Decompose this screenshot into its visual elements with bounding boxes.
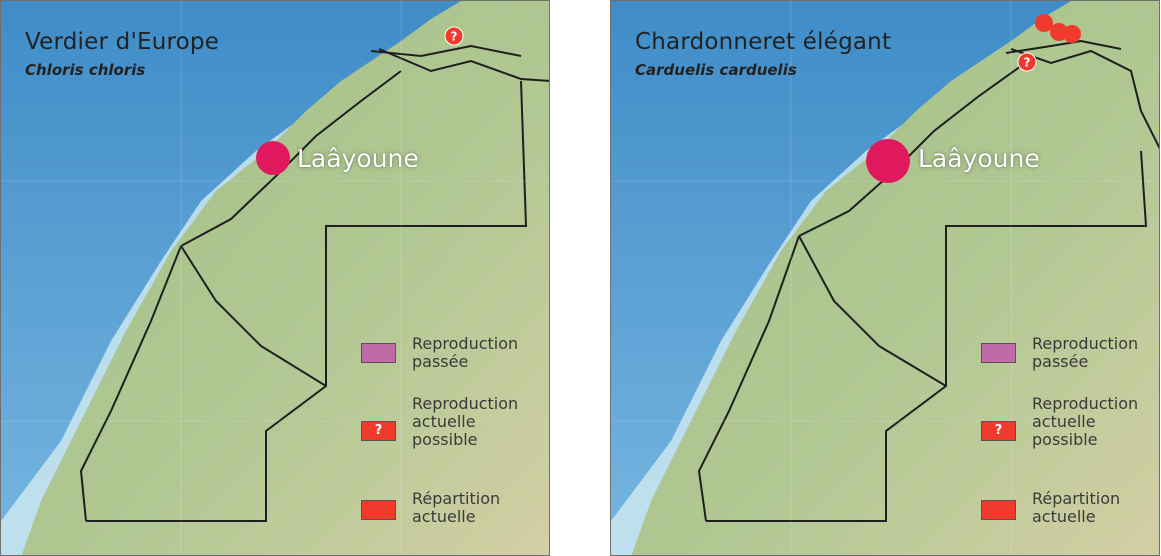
city-label: Laâyoune (918, 144, 1040, 173)
city-marker (866, 139, 910, 183)
map-background: ? (611, 1, 1159, 555)
legend-label-line: actuelle (412, 412, 476, 431)
land-area (631, 1, 1159, 555)
species-common-name: Chardonneret élégant (635, 29, 892, 55)
legend-label-line: possible (1032, 430, 1098, 449)
title-block: Verdier d'Europe Chloris chloris (25, 29, 219, 79)
species-scientific-name: Carduelis carduelis (635, 61, 797, 79)
graticule (1, 1, 549, 555)
map-background: ? (1, 1, 549, 555)
legend-label-line: Reproduction (412, 394, 519, 413)
legend-label-line: Reproduction (412, 334, 519, 353)
legend-swatch-current (361, 500, 396, 520)
city-marker (256, 141, 290, 175)
legend-label-line: actuelle (1032, 507, 1096, 526)
country-borders (79, 44, 549, 522)
possible-breeding-marker: ? (1017, 52, 1037, 72)
legend-label-line: possible (412, 430, 478, 449)
species-common-name: Verdier d'Europe (25, 29, 220, 55)
country-borders (697, 39, 1159, 522)
legend-label-line: Reproduction (1032, 334, 1139, 353)
legend-label-line: Répartition (412, 489, 501, 508)
legend-label-line: Répartition (1032, 489, 1121, 508)
possible-breeding-symbol: ? (1024, 56, 1031, 70)
legend-label-line: passée (1032, 352, 1089, 371)
current-range-marker (1063, 25, 1081, 43)
legend-swatch-current (981, 500, 1016, 520)
legend-label-line: actuelle (1032, 412, 1096, 431)
map-panel-left: ? Verdier d'Europe Chloris chloris Laâyo… (0, 0, 550, 556)
title-block: Chardonneret élégant Carduelis carduelis (635, 29, 891, 79)
legend-swatch-passed (361, 343, 396, 363)
legend-swatch-possible: ? (981, 421, 1016, 441)
possible-breeding-symbol: ? (451, 30, 458, 44)
legend-swatch-possible: ? (361, 421, 396, 441)
legend-label-line: Reproduction (1032, 394, 1139, 413)
legend-label-line: passée (412, 352, 469, 371)
current-range-marker (1035, 14, 1053, 32)
species-scientific-name: Chloris chloris (25, 61, 146, 79)
city-label: Laâyoune (297, 144, 419, 173)
land-area (21, 1, 549, 555)
legend-swatch-passed (981, 343, 1016, 363)
map-panel-right: ? Chardonneret élégant Carduelis carduel… (610, 0, 1160, 556)
possible-breeding-marker: ? (444, 26, 464, 46)
legend-label-line: actuelle (412, 507, 476, 526)
